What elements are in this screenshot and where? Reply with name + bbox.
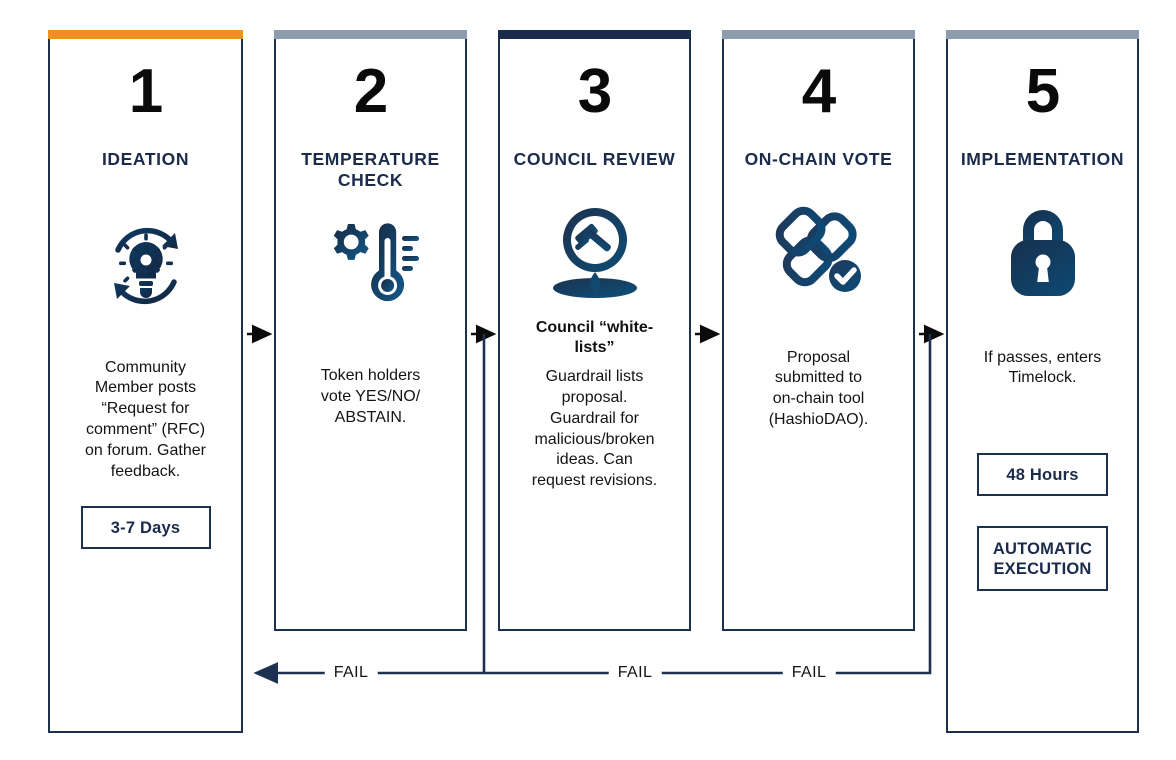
step-card-5[interactable]: 5 IMPLEMENTATION If passes, enters Timel… [946,30,1139,733]
step-body-5: If passes, enters Timelock. [983,348,1102,387]
step-badge-5-1[interactable]: AUTOMATIC EXECUTION [977,526,1108,592]
step-number-4: 4 [801,57,836,126]
step-body-3: Guardrail lists proposal. Guardrail for … [531,368,658,490]
step-title-5: IMPLEMENTATION [960,149,1125,169]
fail-label-2: FAIL [608,665,662,681]
step-card-3[interactable]: 3 COUNCIL REVIEW Council “white- list [498,30,691,631]
step-card-1[interactable]: 1 IDEATION [48,30,243,733]
step-title-1: IDEATION [101,149,190,169]
lightbulb-gear-cycle-icon [96,216,196,316]
step-body-2: Token holders vote YES/NO/ ABSTAIN. [320,367,421,426]
step-body-1: Community Member posts “Request for comm… [85,358,206,480]
padlock-icon [1001,202,1085,302]
step-heading-3: Council “white- lists” [535,318,654,357]
step-card-5-topbar [946,30,1139,39]
step-title-3: COUNCIL REVIEW [513,149,676,169]
step-number-1: 1 [128,57,163,126]
step-card-3-topbar [498,30,691,39]
step-body-4: Proposal submitted to on-chain tool (Has… [768,348,869,429]
step-badge-5-0[interactable]: 48 Hours [977,453,1108,497]
gear-thermometer-icon [322,218,420,314]
step-number-2: 2 [353,57,388,126]
step-title-2: TEMPERATURE CHECK [301,149,440,190]
step-badge-1-0[interactable]: 3-7 Days [80,506,211,550]
step-card-2[interactable]: 2 TEMPERATURE CHECK [274,30,467,631]
step-title-4: ON-CHAIN VOTE [744,149,893,169]
fail-label-1: FAIL [324,665,378,681]
gavel-map-pin-icon [547,202,643,302]
step-card-4[interactable]: 4 ON-CHAIN VOTE Proposal sub [722,30,915,631]
step-card-1-topbar [48,30,243,39]
step-number-5: 5 [1025,57,1060,126]
step-number-3: 3 [577,57,612,126]
chain-link-check-icon [769,200,869,300]
step-card-2-topbar [274,30,467,39]
step-card-4-topbar [722,30,915,39]
fail-label-3: FAIL [782,665,836,681]
